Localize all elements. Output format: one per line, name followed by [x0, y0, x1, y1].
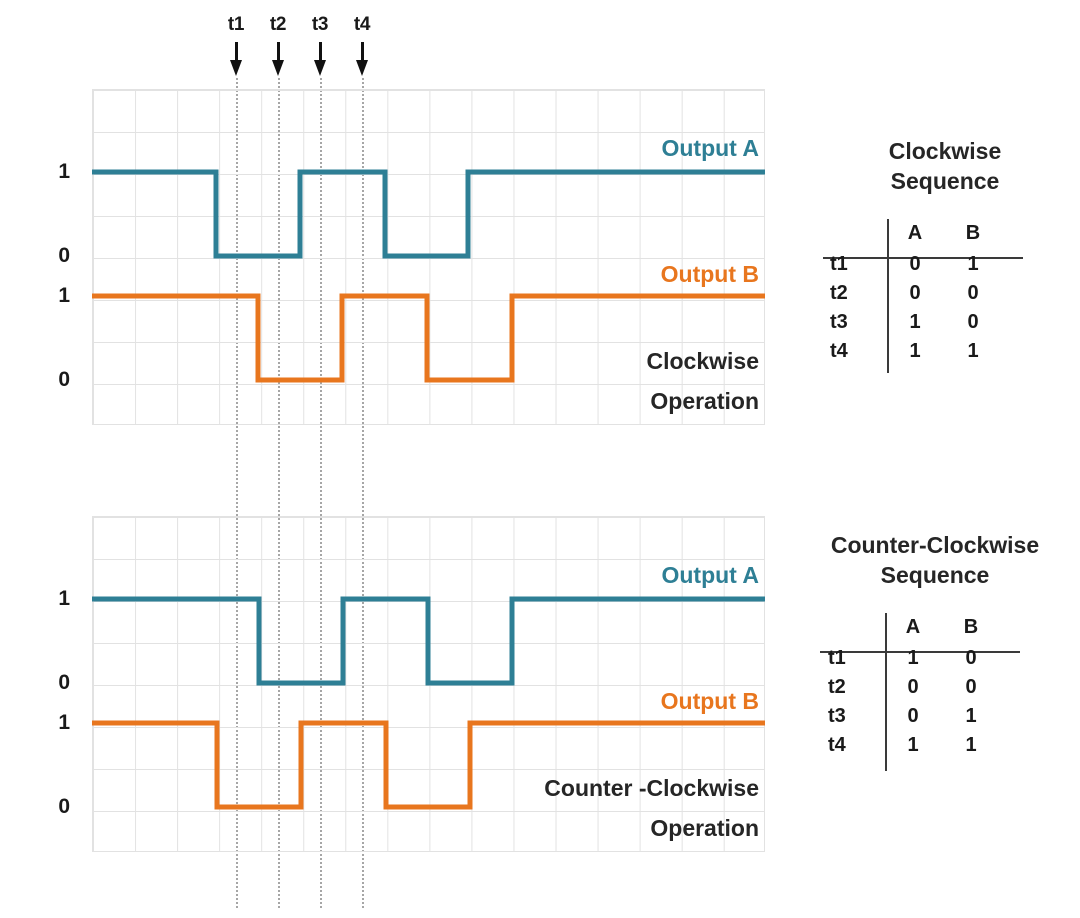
- cell-b: 1: [965, 733, 977, 756]
- cell-time: t4: [828, 733, 846, 756]
- cell-a: 0: [909, 252, 921, 275]
- table-title-clockwise-line2: Sequence: [890, 168, 1000, 195]
- waveform-svg-counter-clockwise: [92, 596, 765, 810]
- axis-label-b-high-counter-clockwise: 1: [58, 711, 70, 734]
- guide-line-t4: [362, 78, 364, 908]
- cell-b: 1: [965, 704, 977, 727]
- cell-b: 1: [967, 339, 979, 362]
- cell-a: 1: [909, 310, 921, 333]
- waveform-svg-clockwise: [92, 169, 765, 383]
- cell-time: t4: [830, 339, 848, 362]
- table-row: t1 1 0: [818, 644, 1000, 673]
- cell-time: t1: [830, 252, 848, 275]
- cell-a: 0: [909, 281, 921, 304]
- cell-time: t3: [828, 704, 846, 727]
- chart-caption-clockwise-line2: Operation: [650, 388, 759, 414]
- cell-b: 0: [965, 675, 977, 698]
- axis-label-a-low-clockwise: 0: [58, 244, 70, 267]
- cell-b: 1: [967, 252, 979, 275]
- table-vertical-rule-counter-clockwise: [885, 612, 887, 771]
- table-counter-clockwise-sequence: A B t1 1 0 t2 0 0 t3: [818, 613, 1000, 760]
- table-horizontal-rule-counter-clockwise: [820, 650, 1020, 653]
- table-header-time: [818, 613, 884, 644]
- cell-b: 0: [967, 281, 979, 304]
- guide-line-t2: [278, 78, 280, 908]
- chart-panel-counter-clockwise: Output A Output B Counter -Clockwise Ope…: [92, 516, 765, 852]
- cell-time: t2: [828, 675, 846, 698]
- series-label-output-a-counter-clockwise: Output A: [661, 562, 759, 588]
- table-row: t3 0 1: [818, 702, 1000, 731]
- cell-time: t1: [828, 646, 846, 669]
- table-clockwise-sequence: A B t1 0 1 t2 0 0 t3: [820, 219, 1002, 366]
- timing-marker-label-t3: t3: [311, 14, 329, 35]
- cell-time: t3: [830, 310, 848, 333]
- cell-b: 0: [967, 310, 979, 333]
- guide-line-t3: [320, 78, 322, 908]
- series-label-output-a-clockwise: Output A: [661, 135, 759, 161]
- cell-a: 1: [909, 339, 921, 362]
- table-header-a: A: [907, 221, 923, 244]
- table-title-clockwise-line1: Clockwise: [888, 138, 1002, 164]
- waveform-output-a-counter-clockwise: [92, 596, 765, 686]
- cell-time: t2: [830, 281, 848, 304]
- waveform-output-b-counter-clockwise: [92, 720, 765, 810]
- table-header-b: B: [965, 221, 981, 244]
- timing-marker-label-t1: t1: [227, 14, 245, 35]
- axis-label-a-high-clockwise: 1: [58, 160, 70, 183]
- axis-label-a-high-counter-clockwise: 1: [58, 587, 70, 610]
- cell-a: 1: [907, 733, 919, 756]
- table-row: t2 0 0: [820, 279, 1002, 308]
- axis-label-b-high-clockwise: 1: [58, 284, 70, 307]
- table-header-b: B: [963, 615, 979, 638]
- cell-a: 0: [907, 675, 919, 698]
- axis-label-b-low-clockwise: 0: [58, 368, 70, 391]
- table-block-counter-clockwise-sequence: Counter-Clockwise Sequence A B t1 1: [790, 530, 1080, 773]
- cell-a: 0: [907, 704, 919, 727]
- waveform-output-b-clockwise: [92, 293, 765, 383]
- waveform-output-a-clockwise: [92, 169, 765, 259]
- table-header-a: A: [905, 615, 921, 638]
- table-header-time: [820, 219, 886, 250]
- table-block-clockwise-sequence: Clockwise Sequence A B t1 0: [820, 136, 1070, 379]
- timing-marker-label-t2: t2: [269, 14, 287, 35]
- table-header-row: A B: [818, 613, 1000, 644]
- axis-label-a-low-counter-clockwise: 0: [58, 671, 70, 694]
- table-title-counter-clockwise-line2: Sequence: [880, 562, 990, 589]
- table-vertical-rule-clockwise: [887, 218, 889, 373]
- table-title-counter-clockwise-line1: Counter-Clockwise: [830, 532, 1040, 558]
- table-row: t4 1 1: [818, 731, 1000, 760]
- chart-caption-counter-clockwise-line1: Counter -Clockwise: [544, 775, 759, 801]
- timing-marker-label-t4: t4: [353, 14, 371, 35]
- table-row: t1 0 1: [820, 250, 1002, 279]
- table-row: t2 0 0: [818, 673, 1000, 702]
- table-row: t4 1 1: [820, 337, 1002, 366]
- axis-label-b-low-counter-clockwise: 0: [58, 795, 70, 818]
- chart-panel-clockwise: Output A Output B Clockwise Operation: [92, 89, 765, 425]
- guide-line-t1: [236, 78, 238, 908]
- table-horizontal-rule-clockwise: [823, 256, 1023, 259]
- chart-caption-clockwise-line1: Clockwise: [646, 348, 760, 374]
- chart-caption-counter-clockwise-line2: Operation: [650, 815, 759, 841]
- table-row: t3 1 0: [820, 308, 1002, 337]
- cell-a: 1: [907, 646, 919, 669]
- cell-b: 0: [965, 646, 977, 669]
- series-label-output-b-counter-clockwise: Output B: [660, 688, 759, 714]
- series-label-output-b-clockwise: Output B: [660, 261, 759, 287]
- table-header-row: A B: [820, 219, 1002, 250]
